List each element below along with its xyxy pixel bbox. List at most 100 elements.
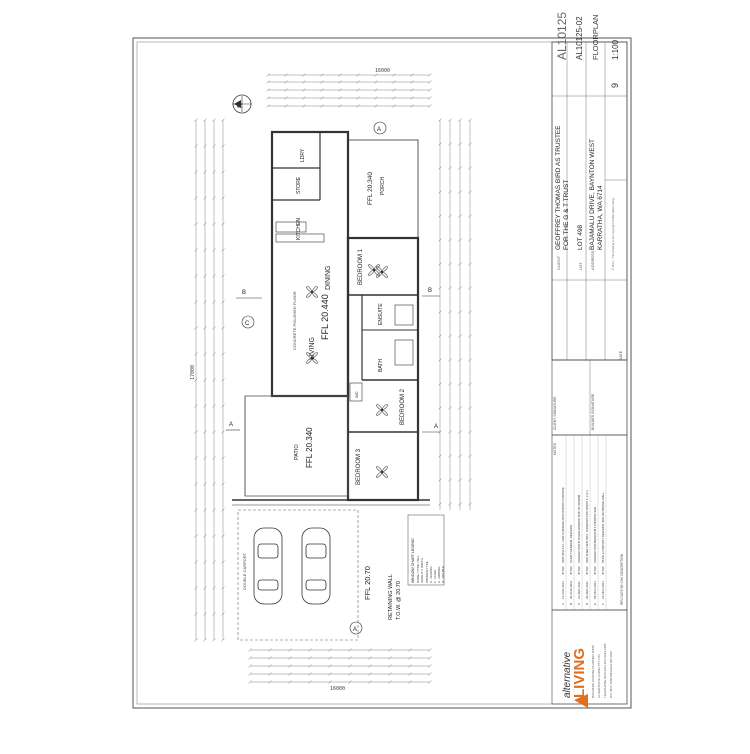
dim-tick: [203, 222, 207, 226]
revision-date: 29-SEP-2011: [585, 581, 589, 599]
drawing-number: AL10125: [555, 12, 569, 60]
dim-tick: [438, 238, 442, 242]
dim-tick: [408, 680, 412, 684]
dim-tick: [212, 352, 216, 356]
notes-label: NOTES: [553, 442, 557, 455]
dim-tick: [410, 96, 414, 100]
address-line-2: KARRATHA, WA 6714: [597, 185, 604, 250]
dim-tick: [448, 238, 452, 242]
dim-tick: [408, 672, 412, 676]
fan-icon: [306, 286, 318, 298]
dim-tick: [284, 96, 288, 100]
dim-tick: [212, 300, 216, 304]
revision-description: CORRECTION KITCHEN WINDOW SIZE TO 2000MM: [577, 494, 581, 563]
living-label: LIVING: [309, 337, 316, 360]
revision-id: F: [601, 603, 605, 605]
revision-id: C: [577, 602, 581, 605]
dim-tick: [348, 680, 352, 684]
dim-tick: [203, 352, 207, 356]
dim-tick: [468, 214, 472, 218]
dim-tick: [458, 406, 462, 410]
patio-label: PATIO: [294, 444, 300, 460]
dim-tick: [268, 648, 272, 652]
dim-tick: [448, 310, 452, 314]
dim-tick: [308, 680, 312, 684]
dim-tick: [203, 586, 207, 590]
dim-tick: [221, 274, 225, 278]
dim-tick: [320, 73, 324, 77]
dim-tick: [194, 638, 198, 642]
dim-tick: [438, 502, 442, 506]
dim-tick: [212, 274, 216, 278]
dim-tick: [203, 534, 207, 538]
dim-tick: [348, 664, 352, 668]
bedroom3-label: BEDROOM 3: [356, 448, 362, 485]
dim-tick: [284, 88, 288, 92]
window-legend-line-1: NAME / TYPE / SILL: [416, 555, 420, 583]
inner-border: [136, 41, 628, 705]
dim-tick: [468, 310, 472, 314]
dim-tick: [468, 166, 472, 170]
dim-tick: [468, 478, 472, 482]
dim-tick: [468, 406, 472, 410]
dim-tick: [348, 672, 352, 676]
dim-tick: [284, 73, 288, 77]
fan-icon: [376, 404, 388, 416]
dim-tick: [338, 88, 342, 92]
carport-label: DOUBLE CARPORT: [242, 552, 247, 590]
dim-tick: [194, 508, 198, 512]
dim-tick: [212, 456, 216, 460]
date-label: DATE: [619, 350, 623, 360]
carport-ffl: FFL 20.70: [363, 566, 372, 600]
dim-tick: [328, 656, 332, 660]
dim-tick: [408, 664, 412, 668]
revision-id: B: [569, 603, 573, 605]
dim-tick: [203, 508, 207, 512]
section-b-right: B: [428, 288, 432, 294]
revision-by: JP MA: [593, 566, 597, 575]
address-line-1: BAJAMALU DRIVE, BAYNTON WEST: [589, 139, 596, 250]
revision-date: 05-NOV-2011: [593, 581, 597, 599]
dim-tick: [448, 262, 452, 266]
dim-tick: [388, 672, 392, 676]
dim-tick: [248, 656, 252, 660]
dim-tick: [428, 680, 432, 684]
dim-tick: [248, 664, 252, 668]
dim-tick: [458, 382, 462, 386]
dim-tick: [194, 196, 198, 200]
retaining-wall-label: RETAINING WALL: [388, 574, 394, 620]
dim-tick: [268, 672, 272, 676]
dim-tick: [194, 352, 198, 356]
dim-tick: [408, 656, 412, 660]
dim-tick: [320, 104, 324, 108]
brand-bottom: LIVING: [571, 648, 588, 698]
dim-tick: [268, 656, 272, 660]
dim-tick: [468, 454, 472, 458]
dim-tick: [221, 300, 225, 304]
dim-tick: [356, 88, 360, 92]
dim-tick: [448, 334, 452, 338]
company-detail-2: ALTERNATIVE LIVING PTY LTD: [597, 654, 601, 698]
company-logo: alternative LIVING: [562, 648, 588, 708]
dim-tick: [438, 310, 442, 314]
dim-tick: [458, 286, 462, 290]
page-border: [132, 37, 632, 709]
patio-ffl: FFL 20.340: [305, 427, 314, 468]
dim-tick: [448, 478, 452, 482]
dim-tick: [194, 378, 198, 382]
revision-by: JP MA: [585, 566, 589, 575]
rev-value: 9: [610, 83, 620, 88]
dim-tick: [428, 664, 432, 668]
fan-icon: [376, 266, 388, 278]
dim-tick: [338, 104, 342, 108]
dim-tick: [458, 262, 462, 266]
dim-tick: [468, 118, 472, 122]
dim-tick: [194, 144, 198, 148]
dim-tick: [468, 142, 472, 146]
dim-tick: [288, 664, 292, 668]
revision-header: REV DATE BY CHK DESCRIPTION: [620, 553, 624, 605]
dim-tick: [221, 248, 225, 252]
section-a-left: A: [229, 422, 233, 428]
dim-tick: [194, 456, 198, 460]
dim-tick: [212, 482, 216, 486]
